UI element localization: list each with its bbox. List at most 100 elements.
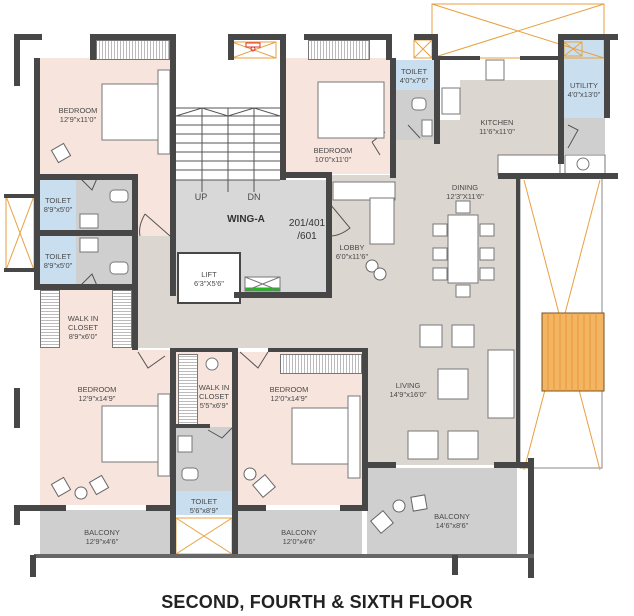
room-name: LIFT	[201, 270, 217, 279]
wall	[340, 505, 368, 511]
unit-number-line-1: 201/401	[288, 218, 326, 229]
wall	[284, 172, 332, 178]
room-name: KITCHEN	[480, 118, 514, 127]
sofa-icons	[332, 181, 515, 460]
utility-wet	[563, 118, 605, 154]
fire-marker-icon	[245, 42, 261, 52]
wall	[30, 555, 36, 577]
wall	[132, 174, 138, 350]
room-size: 8'9"x6'0"	[68, 332, 98, 341]
room-name: BEDROOM	[77, 385, 117, 394]
wall	[14, 505, 20, 525]
wall	[366, 462, 396, 468]
unit-number-line-2: /601	[297, 231, 317, 242]
wall	[34, 554, 534, 558]
wall	[520, 56, 564, 60]
balcony-right-floor	[367, 468, 517, 556]
room-name: TOILET	[44, 252, 72, 261]
room-size: 6'0"x11'6"	[335, 252, 369, 261]
room-name: TOILET	[190, 497, 218, 506]
room-size: 11'6"x11'0"	[479, 127, 515, 136]
wall	[34, 174, 136, 180]
chair-icons	[50, 142, 428, 534]
room-name: CLOSET	[198, 392, 229, 401]
staircase-icon	[175, 107, 281, 192]
wardrobe-top-mid	[308, 40, 370, 60]
dining-table-icon	[432, 200, 495, 298]
wall	[516, 178, 520, 468]
room-name: LIVING	[395, 381, 421, 390]
wall	[20, 505, 66, 511]
wardrobe-closet-left-b	[112, 290, 132, 348]
room-size: 8'9"x5'0"	[43, 261, 73, 270]
room-size: 14'9"x16'0"	[389, 390, 427, 399]
room-name: TOILET	[44, 196, 72, 205]
wall	[268, 348, 366, 352]
room-name: CLOSET	[67, 323, 98, 332]
toilet-kitchen-floor	[394, 60, 434, 90]
bedroom-top-left-ext	[135, 176, 172, 236]
room-size: 8'9"x5'0"	[43, 205, 73, 214]
balcony-mid-floor	[236, 510, 362, 555]
room-name: DINING	[451, 183, 479, 192]
bed-icons	[101, 69, 385, 479]
room-size: 12'9"x14'9"	[78, 394, 116, 403]
floor-plan-title: SECOND, FOURTH & SIXTH FLOOR	[161, 592, 473, 612]
lift-shaft	[177, 252, 241, 304]
wall	[176, 424, 210, 428]
wall	[432, 34, 438, 60]
room-size: 12'3"X11'6"	[446, 192, 484, 201]
wall	[34, 174, 40, 290]
wall	[228, 34, 234, 60]
wall	[14, 388, 20, 428]
room-size: 12'9"x4'6"	[85, 537, 119, 546]
stair-down-label: DN	[247, 192, 261, 202]
toilet-left-1-floor	[40, 180, 76, 230]
room-name: BEDROOM	[313, 146, 353, 155]
room-size: 5'5"x6'9"	[199, 401, 229, 410]
room-name: LOBBY	[339, 243, 365, 252]
room-name: BALCONY	[281, 528, 317, 537]
room-name: BALCONY	[84, 528, 120, 537]
wall	[558, 34, 618, 40]
room-name: TOILET	[400, 67, 428, 76]
wall	[304, 34, 392, 40]
wall	[528, 458, 534, 578]
stair-up-label: UP	[194, 192, 208, 202]
wall	[326, 178, 332, 296]
room-size: 14'6"x8'6"	[435, 521, 469, 530]
wall	[432, 56, 480, 60]
wall	[90, 34, 174, 40]
toilet-left-2-floor	[40, 236, 76, 284]
wall	[90, 34, 96, 60]
wall	[4, 268, 36, 272]
wall	[170, 34, 176, 296]
wardrobe-top-left	[96, 40, 170, 60]
wall	[280, 34, 286, 180]
wall	[452, 555, 458, 575]
room-size: 4'0"x7'6"	[399, 76, 429, 85]
wall	[604, 40, 610, 118]
wall	[414, 34, 436, 40]
room-size: 12'9"x11'0"	[59, 115, 97, 124]
wall	[390, 58, 396, 178]
wall	[170, 348, 176, 558]
utility-floor	[563, 40, 605, 118]
